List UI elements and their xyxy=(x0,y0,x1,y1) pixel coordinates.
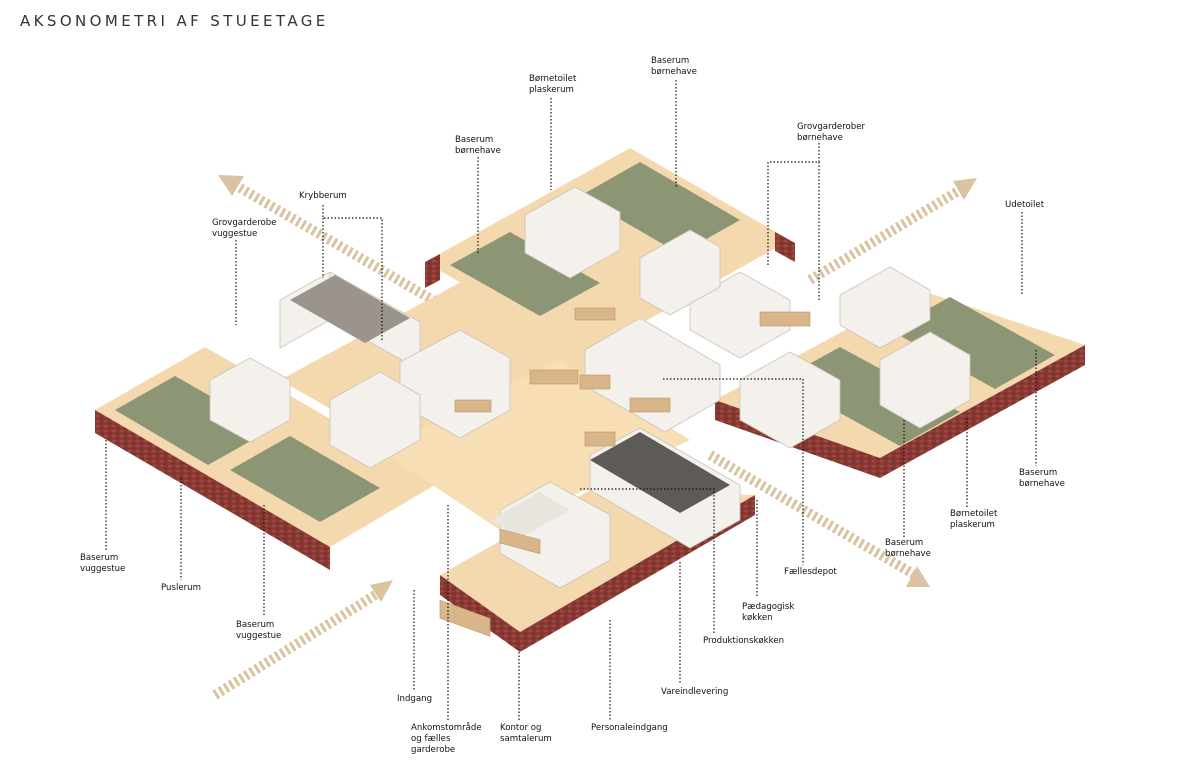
label-udetoilet: Udetoilet xyxy=(1005,200,1045,210)
label-baserum-bornehave-right: Baserum børnehave xyxy=(1019,468,1065,489)
label-grovgarderober-bornehave: Grovgarderober børnehave xyxy=(797,122,866,143)
arrow-northeast xyxy=(807,185,963,285)
page-title: AKSONOMETRI AF STUEETAGE xyxy=(20,12,329,30)
label-krybberum: Krybberum xyxy=(299,191,347,201)
kitchen-room xyxy=(590,432,730,513)
label-paedagogisk-kokken: Pædagogisk køkken xyxy=(742,602,795,623)
label-baserum-vuggestue-a: Baserum vuggestue xyxy=(80,553,126,574)
leader-lines xyxy=(105,80,1037,720)
top-wing-brick xyxy=(425,254,440,288)
stair xyxy=(490,492,570,538)
label-vareindlevering: Vareindlevering xyxy=(661,687,729,697)
central-hall-floor-b xyxy=(380,360,690,530)
label-faellesdepot: Fællesdepot xyxy=(784,567,837,577)
top-wing-brick-right xyxy=(775,232,795,262)
arrow-southwest xyxy=(212,587,383,700)
label-baserum-bornehave-mid: Baserum børnehave xyxy=(455,135,501,156)
label-ankomstomraade: Ankomstområde og fælles garderobe xyxy=(411,723,482,755)
label-baserum-bornehave-bottom-right: Baserum børnehave xyxy=(885,538,931,559)
label-kontor-samtalerum: Kontor og samtalerum xyxy=(500,723,552,744)
label-personaleindgang: Personaleindgang xyxy=(591,723,668,733)
label-puslerum: Puslerum xyxy=(161,583,201,593)
label-grovgarderobe-vuggestue: Grovgarderobe vuggestue xyxy=(212,218,277,239)
left-wing-brick-facade xyxy=(95,410,330,570)
left-wing-green-room xyxy=(115,376,270,465)
interior-walls xyxy=(209,186,971,589)
right-wing-brick-facade xyxy=(715,345,1085,478)
furniture xyxy=(439,307,811,637)
dark-rooms xyxy=(290,275,730,538)
label-bornetoilet-plaskerum-right: Børnetoilet plaskerum xyxy=(950,509,998,530)
label-baserum-vuggestue-b: Baserum vuggestue xyxy=(236,620,282,641)
label-bornetoilet-plaskerum-top: Børnetoilet plaskerum xyxy=(529,74,577,95)
right-wing-green-b xyxy=(890,297,1055,389)
arrow-heads xyxy=(218,175,977,602)
circulation-arrows xyxy=(212,180,963,700)
top-wing-green-b xyxy=(580,162,740,254)
label-produktionskokken: Produktionskøkken xyxy=(703,636,785,646)
label-baserum-bornehave-top: Baserum børnehave xyxy=(651,56,697,77)
left-wing-green-room-b xyxy=(230,436,380,522)
krybberum-room xyxy=(290,275,410,343)
label-indgang: Indgang xyxy=(397,694,433,704)
top-wing-green-a xyxy=(450,232,600,316)
